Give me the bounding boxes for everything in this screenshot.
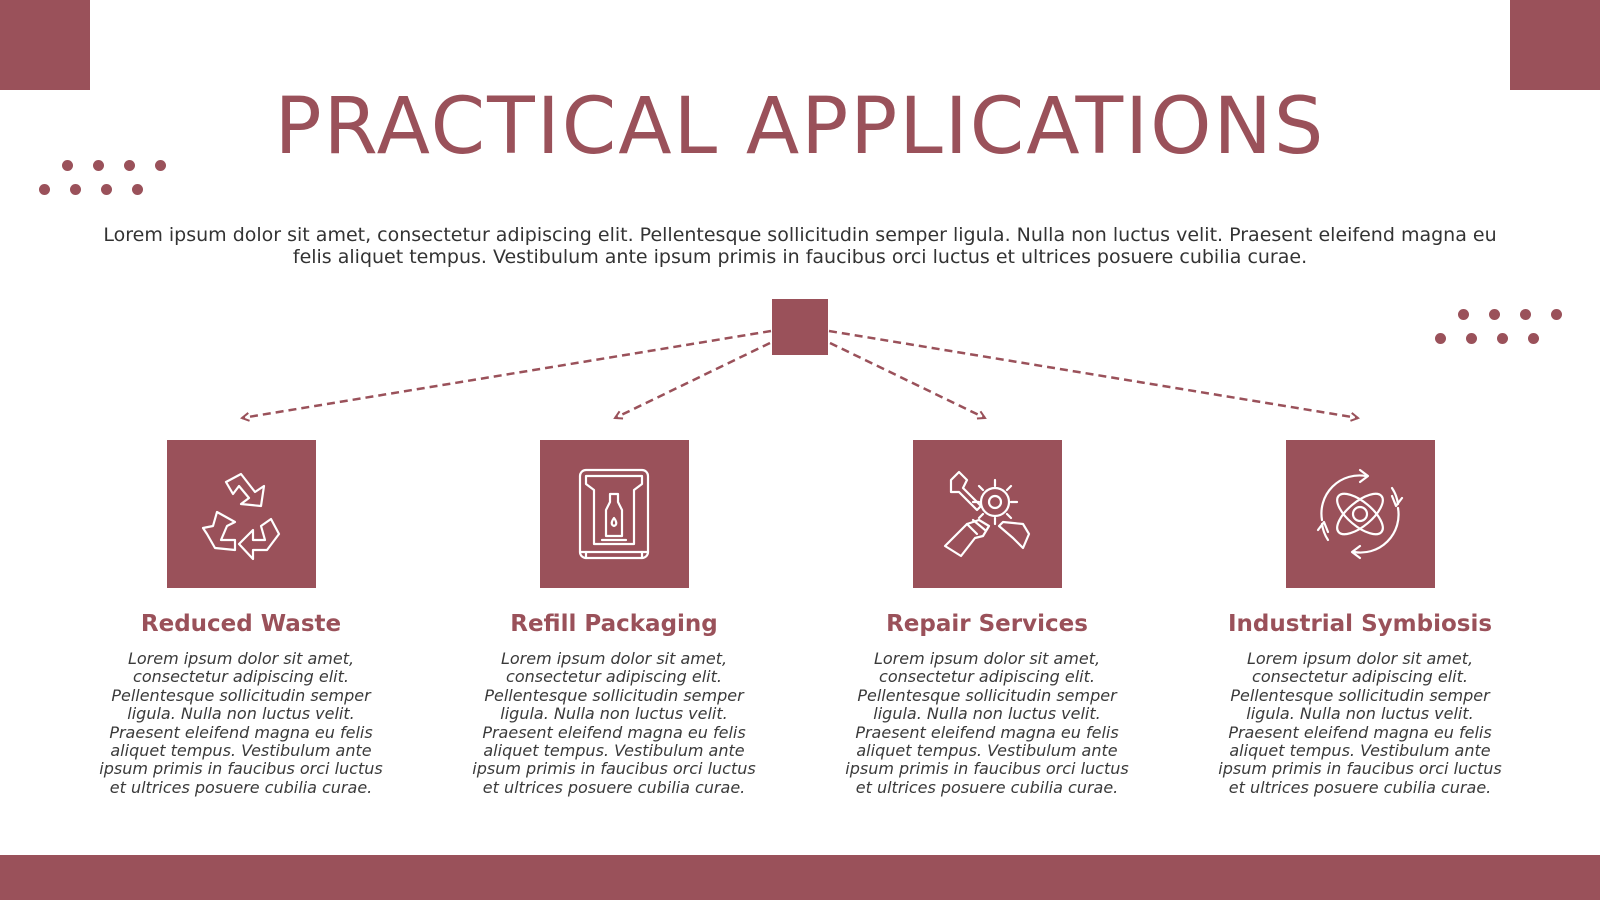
card-industrial-symbiosis: Industrial Symbiosis Lorem ipsum dolor s… <box>1210 440 1510 797</box>
arrow-to-repair-services <box>829 341 985 418</box>
icon-tile <box>1285 440 1435 588</box>
page-title: PRACTICAL APPLICATIONS <box>274 82 1326 172</box>
card-refill-packaging: Refill Packaging Lorem ipsum dolor sit a… <box>464 440 764 797</box>
intro-paragraph: Lorem ipsum dolor sit amet, consectetur … <box>103 224 1497 268</box>
card-title: Industrial Symbiosis <box>1227 611 1493 637</box>
icon-tile <box>912 440 1062 588</box>
icon-tile <box>166 440 316 588</box>
card-title: Refill Packaging <box>510 611 718 637</box>
atom-cycle-icon <box>1316 468 1404 560</box>
icon-tile <box>539 440 689 588</box>
arrow-to-industrial-symbiosis <box>828 329 1358 418</box>
card-title: Repair Services <box>886 611 1088 637</box>
card-description: Lorem ipsum dolor sit amet, consectetur … <box>99 649 383 797</box>
repair-tools-icon <box>943 470 1031 558</box>
hub-node <box>772 299 828 355</box>
card-description: Lorem ipsum dolor sit amet, consectetur … <box>1218 649 1502 797</box>
card-description: Lorem ipsum dolor sit amet, consectetur … <box>472 649 756 797</box>
recycle-icon <box>201 472 281 561</box>
arrow-to-refill-packaging <box>615 341 771 418</box>
card-repair-services: Repair Services Lorem ipsum dolor sit am… <box>837 440 1137 797</box>
corner-block-right <box>1510 0 1600 90</box>
refill-station-icon <box>578 468 650 560</box>
footer-band <box>0 855 1600 900</box>
card-reduced-waste: Reduced Waste Lorem ipsum dolor sit amet… <box>91 440 391 797</box>
arrow-to-reduced-waste <box>242 329 772 418</box>
corner-block-left <box>0 0 90 90</box>
card-description: Lorem ipsum dolor sit amet, consectetur … <box>845 649 1129 797</box>
card-title: Reduced Waste <box>140 611 342 637</box>
